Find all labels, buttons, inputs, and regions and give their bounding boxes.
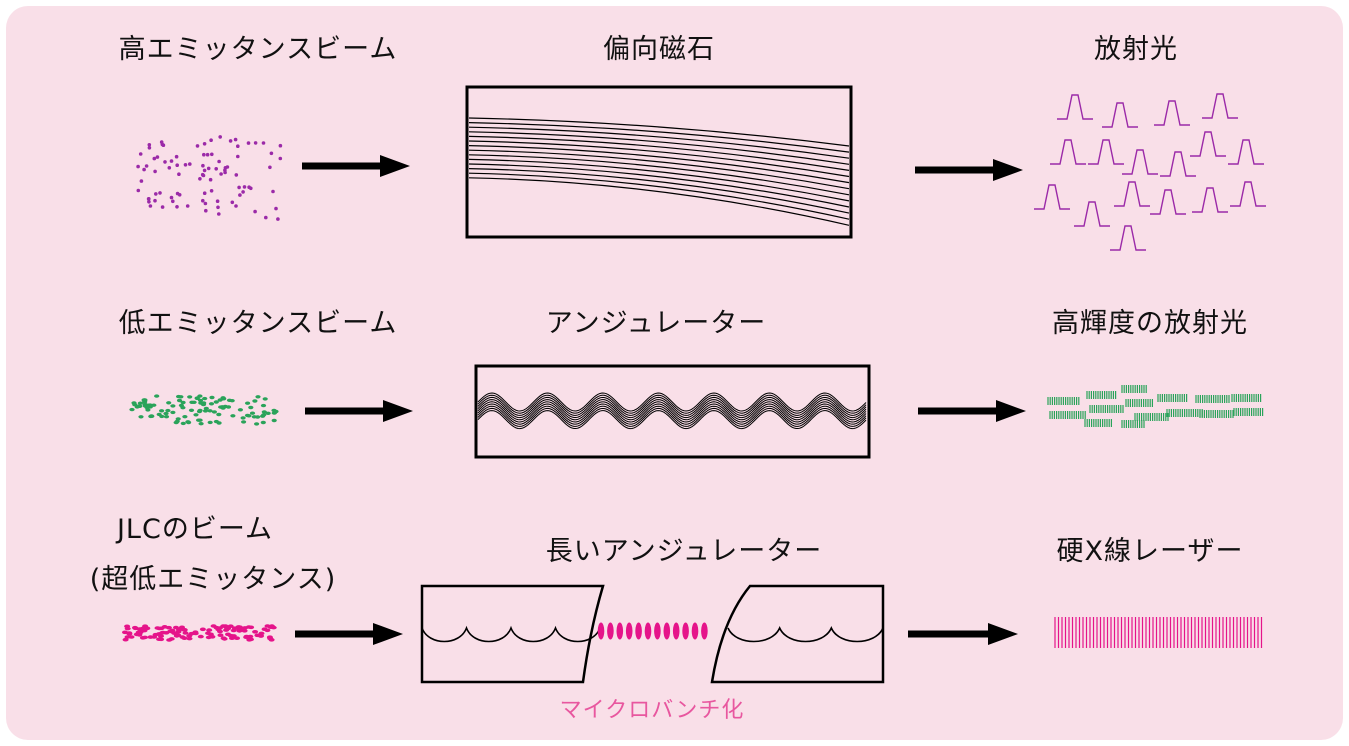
long-undulator-wave-1 — [421, 625, 601, 643]
long-undulator-segment-1 — [420, 584, 605, 684]
arrow-row2-left — [305, 400, 413, 422]
long-undulator-segment-2 — [710, 584, 885, 684]
jlc-beam-dots — [122, 624, 277, 642]
undulator-trajectories — [477, 392, 867, 430]
microbunching-label: マイクロバンチ化 — [559, 698, 745, 723]
high-brightness-light-label: 高輝度の放射光 — [1052, 308, 1248, 339]
hard-xray-laser-pulse — [1054, 617, 1263, 648]
jlc-beam-label: JLCのビーム — [116, 514, 274, 545]
high-emittance-beam-label: 高エミッタンスビーム — [118, 34, 398, 65]
synchrotron-light-label: 放射光 — [1094, 34, 1178, 65]
arrow-row1-left — [302, 155, 410, 177]
long-undulator-label: 長いアンジュレーター — [545, 536, 823, 567]
undulator-label: アンジュレーター — [545, 308, 767, 339]
long-undulator-wave-2 — [727, 625, 884, 643]
arrow-row2-right — [918, 400, 1026, 422]
ultra-low-emittance-label: (超低エミッタンス) — [89, 564, 337, 595]
bending-magnet-box — [465, 85, 853, 239]
bending-magnet-label: 偏向磁石 — [603, 34, 715, 65]
arrow-row3-right — [908, 623, 1018, 645]
undulator-box — [474, 364, 871, 459]
bending-magnet-trajectories — [468, 117, 850, 226]
arrow-row1-right — [915, 159, 1023, 181]
synchrotron-light-pulses — [1034, 93, 1266, 251]
low-emittance-beam-dots — [129, 394, 279, 426]
high-emittance-beam-dots — [136, 135, 283, 221]
arrow-row3-left — [295, 623, 403, 645]
microbunch-train — [597, 622, 708, 640]
hard-xray-laser-label: 硬X線レーザー — [1056, 536, 1244, 567]
low-emittance-beam-label: 低エミッタンスビーム — [118, 308, 398, 339]
high-brightness-light-pulses — [1047, 385, 1264, 428]
